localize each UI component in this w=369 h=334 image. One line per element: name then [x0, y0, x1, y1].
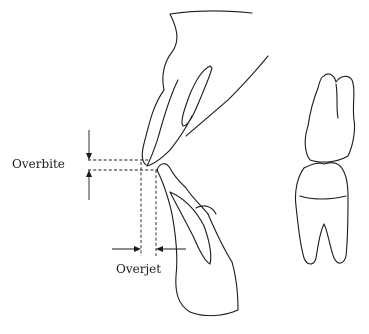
overbite-label: Overbite: [12, 157, 65, 171]
upper-molar-root-line: [336, 84, 338, 118]
overjet-arrowhead-right: [134, 246, 141, 252]
upper-incisor: [147, 80, 192, 166]
upper-jaw: [142, 11, 268, 166]
overjet-arrowhead-left: [156, 246, 163, 252]
maxilla-outline: [142, 11, 252, 165]
overbite-arrowhead-down: [86, 153, 92, 160]
lower-jaw: [157, 164, 238, 316]
lower-molar-cusps: [304, 163, 340, 168]
lower-alveolar: [196, 206, 216, 214]
palate-curve: [186, 56, 268, 136]
overbite-arrowhead-up: [86, 170, 92, 177]
overjet-label: Overjet: [116, 262, 161, 276]
lower-molar: [295, 166, 348, 264]
lower-incisor-labial: [157, 170, 238, 316]
molar-teeth: [295, 74, 354, 264]
lower-incisor-lingual: [208, 214, 238, 310]
upper-molar: [305, 74, 354, 162]
lower-molar-cej: [300, 196, 346, 199]
